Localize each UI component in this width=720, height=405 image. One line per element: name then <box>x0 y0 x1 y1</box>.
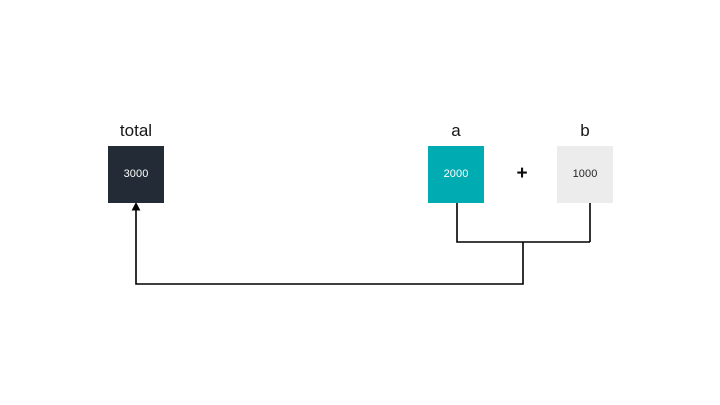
connector-a-to-merge <box>456 203 590 243</box>
arrowhead-into-total <box>131 202 141 211</box>
node-value-a: 2000 <box>443 168 469 180</box>
node-b[interactable]: 1000 <box>557 146 613 203</box>
node-label-total: total <box>119 121 153 140</box>
node-a[interactable]: 2000 <box>428 146 484 203</box>
node-total[interactable]: 3000 <box>108 146 164 203</box>
node-value-b: 1000 <box>572 168 598 180</box>
node-value-total: 3000 <box>123 168 149 180</box>
node-label-b: b <box>580 121 590 140</box>
connector-merge-to-total <box>135 208 524 285</box>
plus-operator-icon: + <box>516 163 528 184</box>
node-label-a: a <box>451 121 461 140</box>
